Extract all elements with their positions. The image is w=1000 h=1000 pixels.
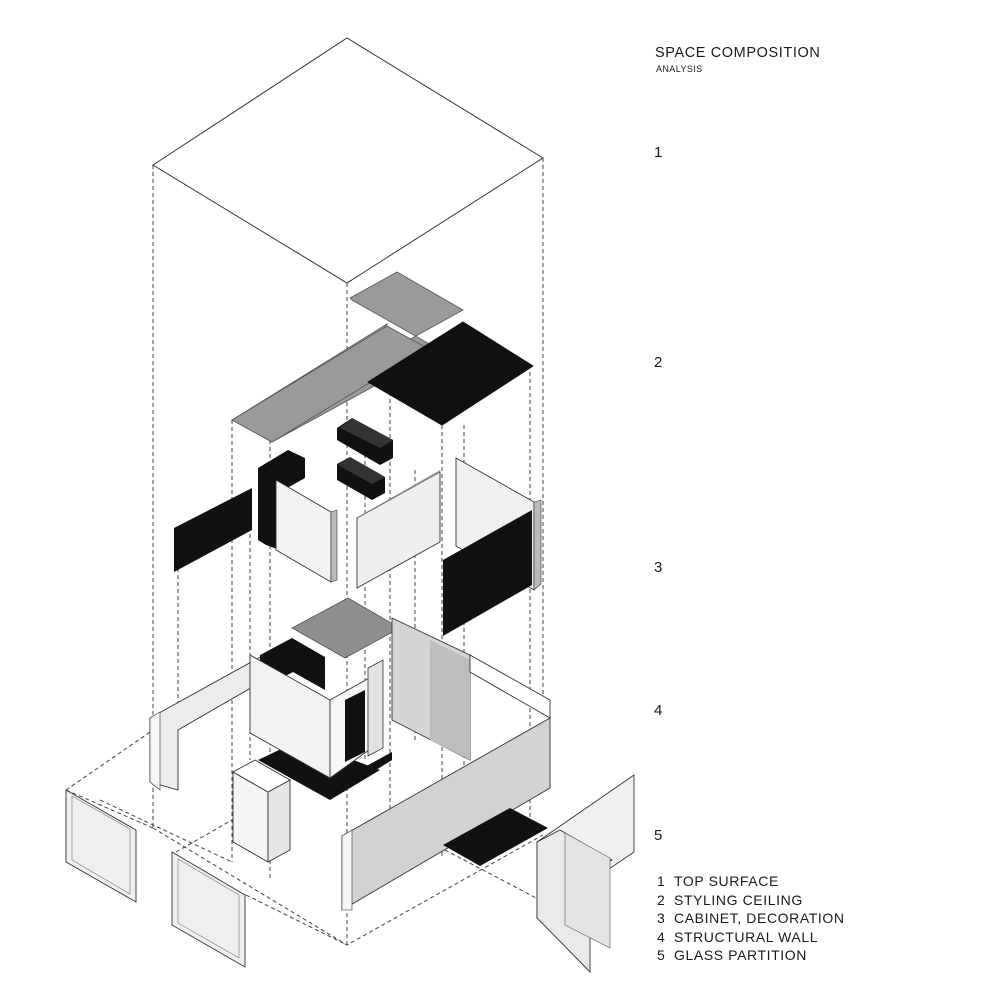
top-surface-plane bbox=[152, 37, 544, 284]
legend-number: 3 bbox=[657, 910, 666, 926]
legend-item: 1 TOP SURFACE bbox=[657, 872, 845, 891]
legend-item: 5 GLASS PARTITION bbox=[657, 946, 845, 965]
layer-number-1: 1 bbox=[654, 144, 663, 161]
glass-panel-left bbox=[65, 789, 137, 903]
legend-item: 4 STRUCTURAL WALL bbox=[657, 928, 845, 947]
legend-number: 5 bbox=[657, 947, 666, 963]
legend-label: STRUCTURAL WALL bbox=[674, 928, 819, 945]
legend-number: 4 bbox=[657, 928, 666, 945]
ceiling-black-panel bbox=[367, 321, 534, 426]
glass-panel-middle bbox=[171, 851, 246, 968]
styling-ceiling bbox=[231, 271, 534, 443]
layer-number-3: 3 bbox=[654, 559, 663, 576]
layer-number-4: 4 bbox=[654, 702, 663, 719]
legend: 1 TOP SURFACE 2 STYLING CEILING 3 CABINET, … bbox=[657, 872, 845, 965]
legend-label: CABINET, DECORATION bbox=[674, 910, 845, 926]
decoration-white-panel-a bbox=[275, 479, 332, 583]
legend-label: GLASS PARTITION bbox=[674, 947, 807, 963]
structural-wall bbox=[149, 597, 551, 911]
cabinet-decoration bbox=[174, 418, 542, 636]
legend-item: 3 CABINET, DECORATION bbox=[657, 909, 845, 928]
legend-label: TOP SURFACE bbox=[674, 873, 779, 889]
cabinet-l-shape bbox=[258, 450, 305, 550]
decoration-white-panel-b bbox=[356, 471, 441, 589]
legend-number: 1 bbox=[657, 873, 666, 889]
diagram-subtitle: ANALYSIS bbox=[656, 64, 703, 74]
glass-partition bbox=[65, 774, 635, 974]
layer-number-2: 2 bbox=[654, 354, 663, 371]
floor-black-strip bbox=[443, 808, 548, 866]
diagram-title: SPACE COMPOSITION bbox=[655, 45, 821, 61]
inner-partition bbox=[367, 659, 384, 757]
legend-item: 2 STYLING CEILING bbox=[657, 891, 845, 910]
layer-number-5: 5 bbox=[654, 827, 663, 844]
legend-number: 2 bbox=[657, 891, 666, 908]
decoration-black-panel-left bbox=[174, 488, 252, 572]
decoration-black-panel-right bbox=[443, 510, 532, 636]
legend-label: STYLING CEILING bbox=[674, 891, 803, 908]
